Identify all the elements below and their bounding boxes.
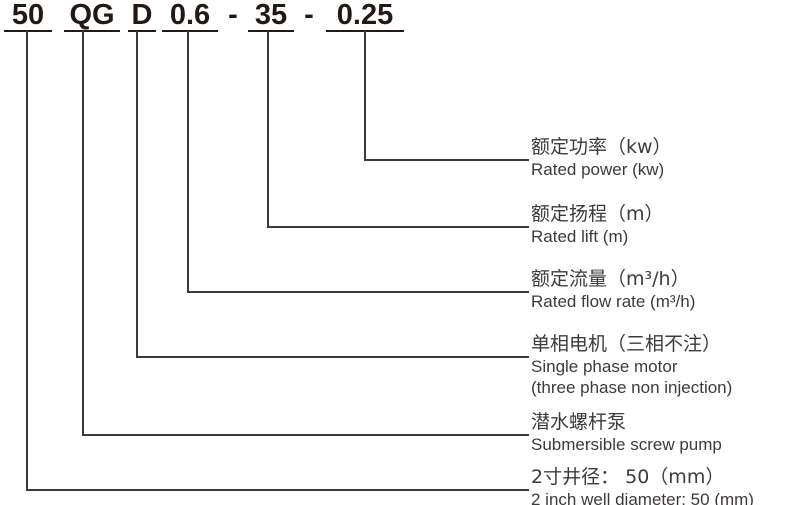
code-segment-well-diameter: 50 — [11, 0, 45, 31]
callout-motor-phase: 单相电机（三相不注） Single phase motor (three pha… — [531, 333, 732, 398]
leader-line-motor-phase — [136, 31, 529, 358]
code-segment-flow-rate: 0.6 — [169, 0, 211, 31]
code-underline-lift — [248, 30, 294, 32]
code-underline-motor-phase — [128, 30, 156, 32]
callout-motor-phase-en-2: (three phase non injection) — [531, 378, 733, 397]
leader-line-flow-rate — [187, 31, 529, 293]
callout-pump-type: 潜水螺杆泵 Submersible screw pump — [531, 411, 722, 455]
callout-motor-phase-en-1: Single phase motor — [531, 357, 678, 376]
code-separator-1: - — [228, 0, 238, 31]
callout-well-diameter-en: 2 inch well diameter: 50 (mm) — [531, 490, 754, 505]
code-segment-power: 0.25 — [336, 0, 394, 31]
code-segment-series: QG — [69, 0, 115, 31]
callout-well-diameter-cn: 2寸井径： 50（mm） — [531, 466, 725, 488]
code-underline-series — [64, 30, 120, 32]
leader-line-series — [82, 31, 529, 436]
leader-line-power — [364, 31, 529, 161]
callout-flow-rate-en: Rated flow rate (m³/h) — [531, 292, 696, 311]
callout-lift-en: Rated lift (m) — [531, 227, 629, 246]
callout-pump-type-cn: 潜水螺杆泵 — [531, 411, 627, 433]
callout-power: 额定功率（kw） Rated power (kw) — [531, 136, 672, 180]
code-segment-lift: 35 — [254, 0, 288, 31]
callout-pump-type-en: Submersible screw pump — [531, 435, 722, 454]
callout-motor-phase-cn: 单相电机（三相不注） — [531, 333, 722, 355]
callout-flow-rate-cn: 额定流量（m³/h） — [531, 268, 690, 290]
callout-power-cn: 额定功率（kw） — [531, 136, 672, 158]
callout-lift-cn: 额定扬程（m） — [531, 203, 664, 225]
callout-well-diameter: 2寸井径： 50（mm） 2 inch well diameter: 50 (m… — [531, 466, 754, 505]
code-separator-2: - — [304, 0, 314, 31]
leader-line-lift — [267, 31, 529, 228]
callout-power-en: Rated power (kw) — [531, 160, 665, 179]
code-segment-motor-phase: D — [131, 0, 153, 31]
model-code-row: 50 QG D 0.6 - 35 - 0.25 — [0, 0, 420, 34]
callout-lift: 额定扬程（m） Rated lift (m) — [531, 203, 664, 247]
leader-line-well-diameter — [26, 31, 529, 491]
code-underline-flow-rate — [162, 30, 218, 32]
callout-flow-rate: 额定流量（m³/h） Rated flow rate (m³/h) — [531, 268, 695, 312]
